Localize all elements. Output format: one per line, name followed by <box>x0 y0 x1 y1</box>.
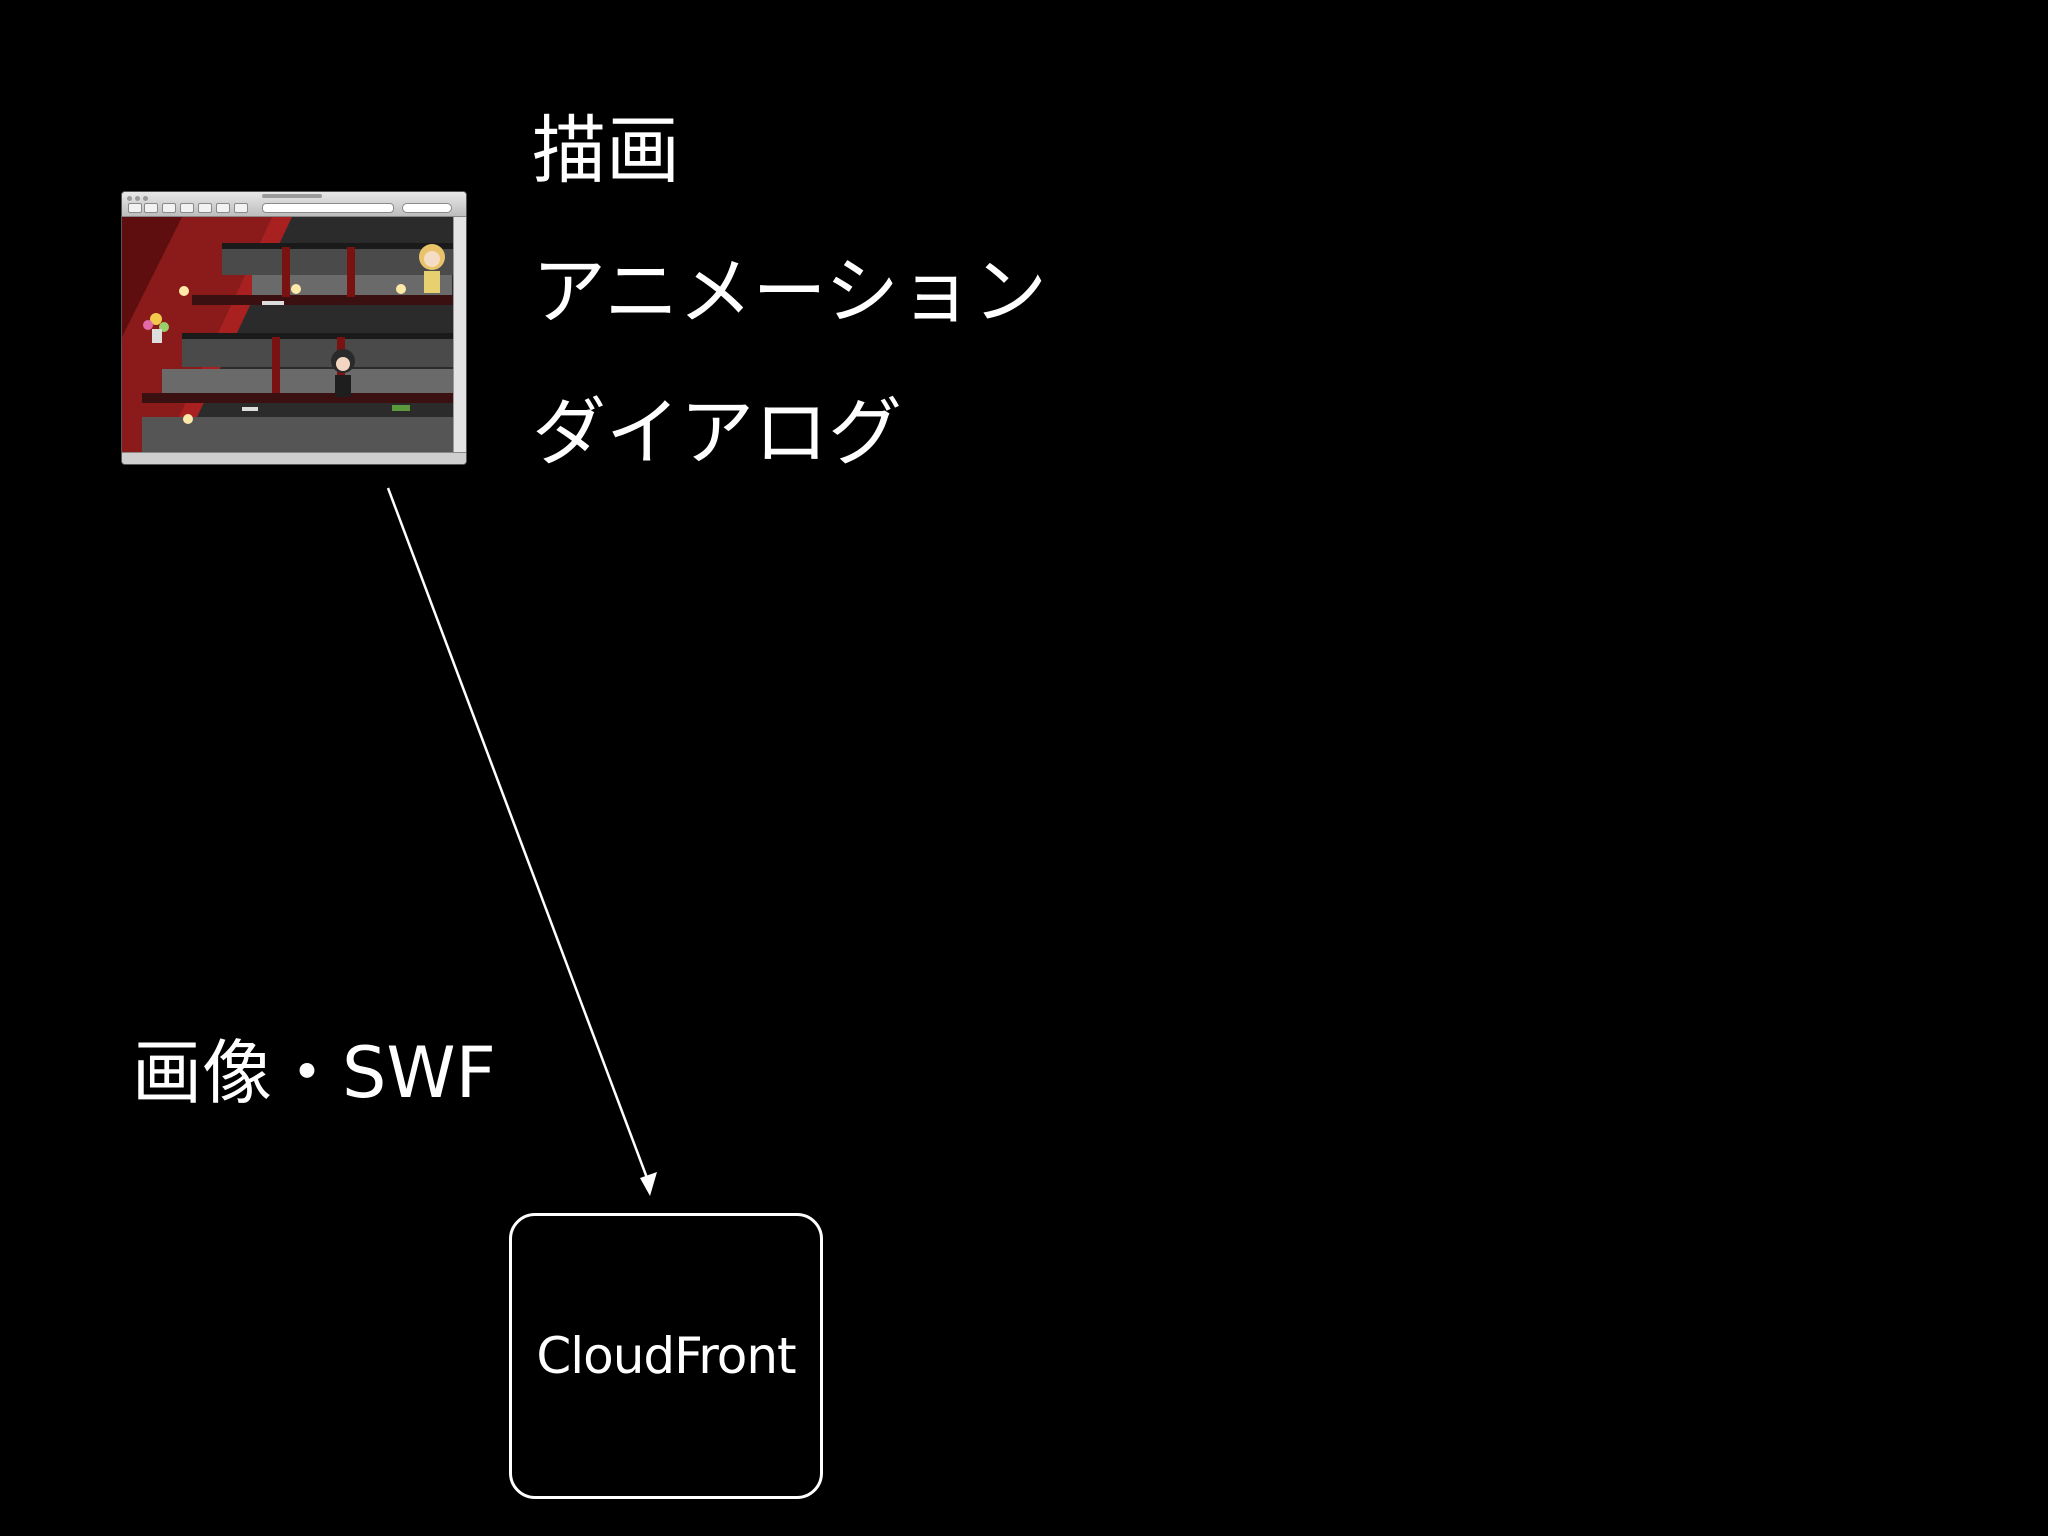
cloudfront-box: CloudFront <box>509 1213 823 1499</box>
browser-toolbar <box>122 192 466 217</box>
url-bar <box>262 203 394 213</box>
label-dialog: ダイアログ <box>532 390 902 476</box>
label-animation: アニメーション <box>532 249 1048 335</box>
label-assets: 画像・SWF <box>132 1032 496 1114</box>
cloudfront-label: CloudFront <box>536 1327 796 1385</box>
status-bar <box>122 452 466 464</box>
game-screenshot-thumbnail <box>122 192 466 464</box>
search-field <box>402 203 452 213</box>
arrow-head-icon <box>640 1172 657 1196</box>
scrollbar <box>453 217 466 453</box>
game-scene <box>122 217 454 453</box>
label-drawing: 描画 <box>532 108 680 194</box>
